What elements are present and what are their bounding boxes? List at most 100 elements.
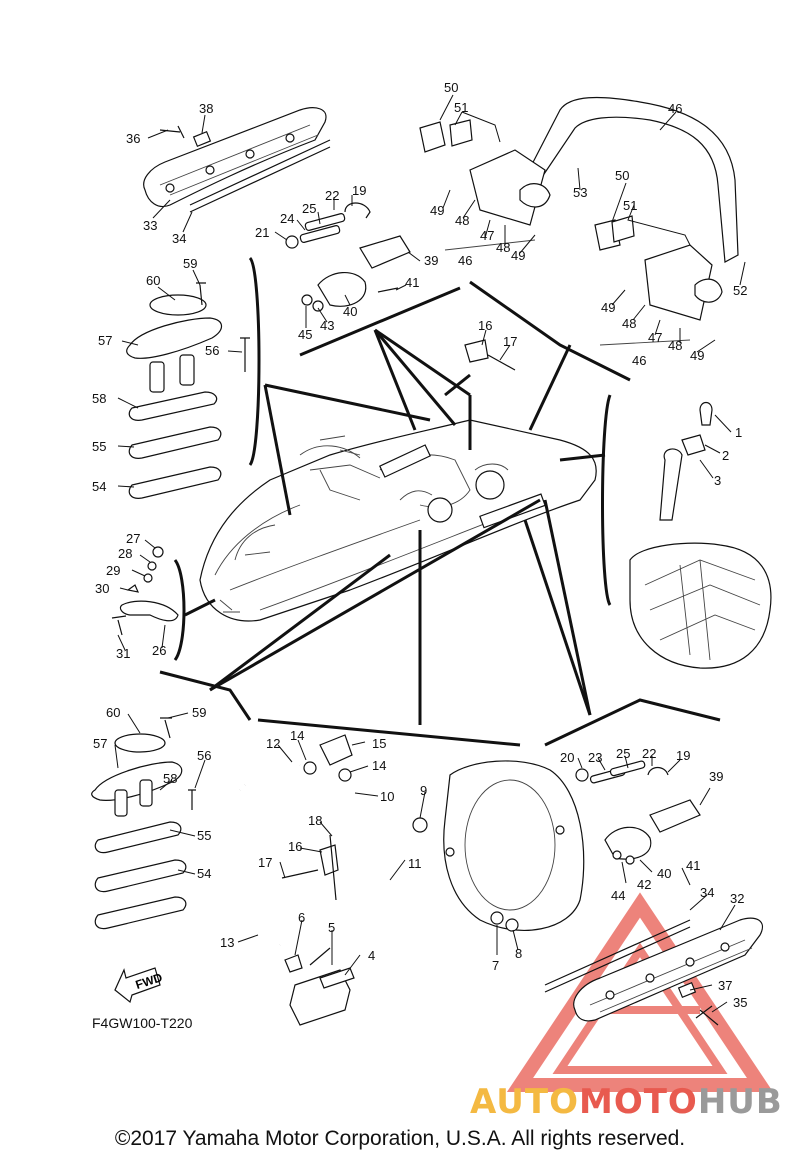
callout-59a: 59 — [183, 256, 197, 271]
watermark-wordmark: AUTOMOTOHUB — [470, 1082, 783, 1122]
callout-41a: 41 — [405, 275, 419, 290]
callout-14a: 14 — [290, 728, 304, 743]
callout-40a: 40 — [343, 304, 357, 319]
callout-26: 26 — [152, 643, 166, 658]
callout-39b: 39 — [709, 769, 723, 784]
callout-33: 33 — [143, 218, 157, 233]
callout-55b: 55 — [197, 828, 211, 843]
callout-27: 27 — [126, 531, 140, 546]
hook-assembly — [111, 546, 179, 636]
callout-47b: 47 — [648, 330, 662, 345]
callout-17b: 17 — [258, 855, 272, 870]
callout-28: 28 — [118, 546, 132, 561]
callout-57b: 57 — [93, 736, 107, 751]
callout-55a: 55 — [92, 439, 106, 454]
svg-text:AUTOMOTOHUB: AUTOMOTOHUB — [470, 1082, 783, 1122]
watermark-part-hub: HUB — [698, 1082, 783, 1122]
callout-29: 29 — [106, 563, 120, 578]
callout-14b: 14 — [372, 758, 386, 773]
callout-38: 38 — [199, 101, 213, 116]
callout-35: 35 — [733, 995, 747, 1010]
watermark-part-auto: AUTO — [470, 1082, 579, 1122]
callout-46c: 46 — [632, 353, 646, 368]
latch-assembly-lower — [575, 760, 701, 865]
callout-48c: 48 — [622, 316, 636, 331]
callout-23: 23 — [588, 750, 602, 765]
callout-16a: 16 — [478, 318, 492, 333]
callout-25a: 25 — [302, 201, 316, 216]
heavy-leader-lines — [184, 328, 606, 725]
callout-50a: 50 — [444, 80, 458, 95]
diagram-code: F4GW100-T220 — [92, 1015, 193, 1031]
callout-46b: 46 — [458, 253, 472, 268]
callout-48d: 48 — [668, 338, 682, 353]
callout-31: 31 — [116, 646, 130, 661]
callout-10: 10 — [380, 789, 394, 804]
callout-labels: 1 2 3 4 5 6 7 8 9 10 11 12 13 14 14 15 1… — [92, 80, 747, 1010]
callout-49d: 49 — [690, 348, 704, 363]
callout-59b: 59 — [192, 705, 206, 720]
callout-44: 44 — [611, 888, 625, 903]
rail-assembly-top — [143, 107, 331, 213]
callout-6: 6 — [298, 910, 305, 925]
callout-11: 11 — [408, 856, 422, 871]
group-brackets — [159, 256, 721, 747]
callout-3: 3 — [714, 473, 721, 488]
callout-39a: 39 — [424, 253, 438, 268]
callout-36: 36 — [126, 131, 140, 146]
callout-34a: 34 — [172, 231, 186, 246]
callout-41b: 41 — [686, 858, 700, 873]
callout-58a: 58 — [92, 391, 106, 406]
callout-47a: 47 — [480, 228, 494, 243]
callout-46a: 46 — [668, 101, 682, 116]
callout-15: 15 — [372, 736, 386, 751]
jet-pump-assembly — [629, 401, 772, 669]
mount-plate — [412, 760, 585, 932]
callout-2: 2 — [722, 448, 729, 463]
callout-1: 1 — [735, 425, 742, 440]
callout-12: 12 — [266, 736, 280, 751]
callout-34b: 34 — [700, 885, 714, 900]
callout-21: 21 — [255, 225, 269, 240]
callout-48b: 48 — [496, 240, 510, 255]
copyright-notice: ©2017 Yamaha Motor Corporation, U.S.A. A… — [114, 1127, 686, 1150]
clip-assembly-upper — [464, 339, 516, 371]
callout-50b: 50 — [615, 168, 629, 183]
callout-24: 24 — [280, 211, 294, 226]
callout-16b: 16 — [288, 839, 302, 854]
callout-20: 20 — [560, 750, 574, 765]
callout-18: 18 — [308, 813, 322, 828]
callout-8: 8 — [515, 946, 522, 961]
callout-49a: 49 — [430, 203, 444, 218]
callout-53: 53 — [573, 185, 587, 200]
callout-51b: 51 — [623, 198, 637, 213]
callout-37: 37 — [718, 978, 732, 993]
callout-42: 42 — [637, 877, 651, 892]
callout-51a: 51 — [454, 100, 468, 115]
callout-22a: 22 — [325, 188, 339, 203]
cleat-assembly-upper — [126, 282, 250, 499]
callout-19a: 19 — [352, 183, 366, 198]
callout-56b: 56 — [197, 748, 211, 763]
callout-5: 5 — [328, 920, 335, 935]
handle-bar-assembly — [419, 96, 739, 346]
leader-lines — [114, 94, 746, 1013]
callout-43: 43 — [320, 318, 334, 333]
callout-4: 4 — [368, 948, 375, 963]
callout-30: 30 — [95, 581, 109, 596]
callout-49c: 49 — [601, 300, 615, 315]
callout-13: 13 — [220, 935, 234, 950]
callout-60b: 60 — [106, 705, 120, 720]
callout-32: 32 — [730, 891, 744, 906]
latch-assembly-upper — [285, 202, 411, 312]
callout-19b: 19 — [676, 748, 690, 763]
callout-17a: 17 — [503, 334, 517, 349]
callout-45: 45 — [298, 327, 312, 342]
cleat-assembly-lower — [91, 717, 196, 930]
callout-48a: 48 — [455, 213, 469, 228]
callout-25b: 25 — [616, 746, 630, 761]
callout-49b: 49 — [511, 248, 525, 263]
callout-57a: 57 — [98, 333, 112, 348]
watermark-part-moto: MOTO — [579, 1082, 698, 1122]
